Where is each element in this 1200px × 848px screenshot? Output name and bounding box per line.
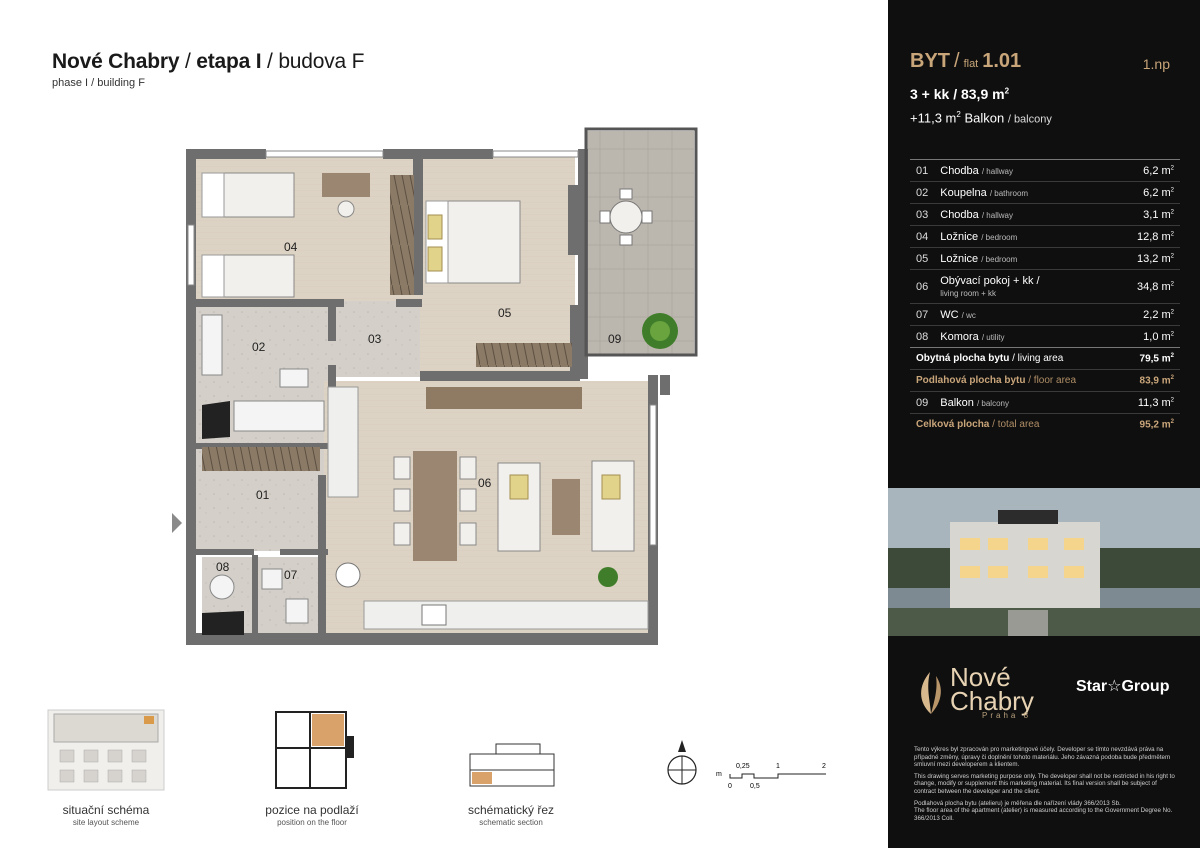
page-title: Nové Chabry / etapa I / budova F — [52, 50, 365, 73]
floor-position-thumbnail — [275, 711, 354, 789]
room-label-08: 08 — [216, 560, 230, 574]
room-label-06: 06 — [478, 476, 492, 490]
nove-chabry-logo: Nové Chabry Praha 8 — [916, 660, 1056, 720]
scale-tick-0: 0 — [728, 783, 732, 790]
section-label-en: schematic section — [479, 818, 543, 827]
flat-balcony: +11,3 m2 Balkon / balcony — [910, 110, 1052, 126]
room-label-04: 04 — [284, 240, 298, 254]
disclaimer-en: This drawing serves marketing purpose on… — [914, 772, 1175, 795]
logo-text-line2: Chabry — [950, 686, 1034, 716]
leaf-logo-icon — [921, 672, 941, 714]
room-04-furniture — [201, 172, 414, 298]
room-02-fixtures — [201, 314, 325, 439]
site-scheme-label: situační schéma — [62, 803, 150, 817]
section-label: schématický řez — [467, 803, 555, 817]
room-06-furniture — [327, 386, 649, 630]
measurement-note-cz: Podlahová plocha bytu (atelieru) je měře… — [914, 799, 1121, 807]
room-09-floor — [586, 131, 694, 355]
logo-text-line1: Nové — [950, 662, 1011, 692]
room-label-07: 07 — [284, 568, 298, 582]
scale-tick-1: 1 — [776, 763, 780, 770]
scale-unit: m — [716, 771, 722, 778]
windows — [187, 150, 657, 546]
phase-name: etapa I — [196, 50, 262, 73]
flat-floor: 1.np — [1142, 56, 1170, 72]
page-subtitle: phase I / building F — [52, 77, 145, 89]
scale-tick-2: 2 — [822, 763, 826, 770]
scale-bar: m 0 0,25 0,5 1 2 — [716, 758, 836, 790]
star-icon: ☆ — [1107, 678, 1122, 695]
balcony-furniture — [599, 188, 678, 349]
floor-plan: 04 05 02 03 01 06 08 07 09 — [168, 125, 708, 645]
project-name: Nové Chabry — [52, 50, 180, 73]
flat-number: 1.01 — [982, 50, 1022, 72]
room-label-02: 02 — [252, 340, 266, 354]
floor-position-scheme: pozice na podlaží position on the floor — [262, 708, 362, 827]
flat-title: BYT / flat 1.01 — [910, 50, 1022, 72]
site-layout-thumbnail — [47, 709, 165, 791]
room-label-01: 01 — [256, 488, 270, 502]
total-area-row: Celková plocha / total area 95,2 m2 — [910, 413, 1180, 436]
floor-area-row: Podlahová plocha bytu / floor area 83,9 … — [910, 369, 1180, 392]
room-label-03: 03 — [368, 332, 382, 346]
balcony-row: 09 Balkon / balcony 11,3 m2 — [910, 391, 1180, 414]
entrance-arrow — [172, 513, 182, 533]
star-group-logo: Star☆Group — [1076, 678, 1170, 695]
scale-bar-graphic: m 0 0,25 0,5 1 2 — [716, 763, 826, 790]
info-panel: BYT / flat 1.01 1.np 3 + kk / 83,9 m2 +1… — [888, 0, 1200, 848]
room-05-furniture — [425, 200, 572, 367]
living-area-row: Obytná plocha bytu / living area 79,5 m2 — [910, 347, 1180, 370]
hallway-wardrobe — [202, 447, 320, 471]
logo-text-line3: Praha 8 — [982, 711, 1032, 720]
balcony-railing — [584, 127, 698, 357]
measurement-note-en: The floor area of the apartment (atelier… — [914, 807, 1173, 822]
floor-plan-drawing: 04 05 02 03 01 06 08 07 09 — [172, 127, 698, 645]
room-03-floor — [334, 301, 420, 377]
disclaimer-cz: Tento výkres byl zpracován pro marketing… — [914, 746, 1171, 769]
flat-type-size: 3 + kk / 83,9 m2 — [910, 86, 1010, 102]
building-render-image — [888, 488, 1200, 636]
building-photo — [888, 488, 1200, 636]
site-layout-scheme: situační schéma site layout scheme — [44, 708, 168, 827]
north-arrow-icon — [667, 740, 697, 785]
scale-tick-025: 0,25 — [736, 763, 750, 770]
scale-tick-05: 0,5 — [750, 783, 760, 790]
floor-position-label-en: position on the floor — [277, 818, 347, 827]
disclaimer: Tento výkres byl zpracován pro marketing… — [914, 746, 1180, 826]
floor-position-label: pozice na podlaží — [265, 803, 359, 817]
building-name: budova F — [278, 50, 365, 73]
site-scheme-label-en: site layout scheme — [72, 818, 140, 827]
page-header: Nové Chabry / etapa I / budova F phase I… — [52, 50, 364, 89]
room-label-09: 09 — [608, 332, 622, 346]
room-07-08-fixtures — [202, 568, 309, 635]
schematic-section-thumbnail — [469, 743, 555, 787]
schematic-section: schématický řez schematic section — [456, 736, 566, 827]
flat-heading: BYT / flat 1.01 — [910, 50, 1180, 73]
room-label-05: 05 — [498, 306, 512, 320]
